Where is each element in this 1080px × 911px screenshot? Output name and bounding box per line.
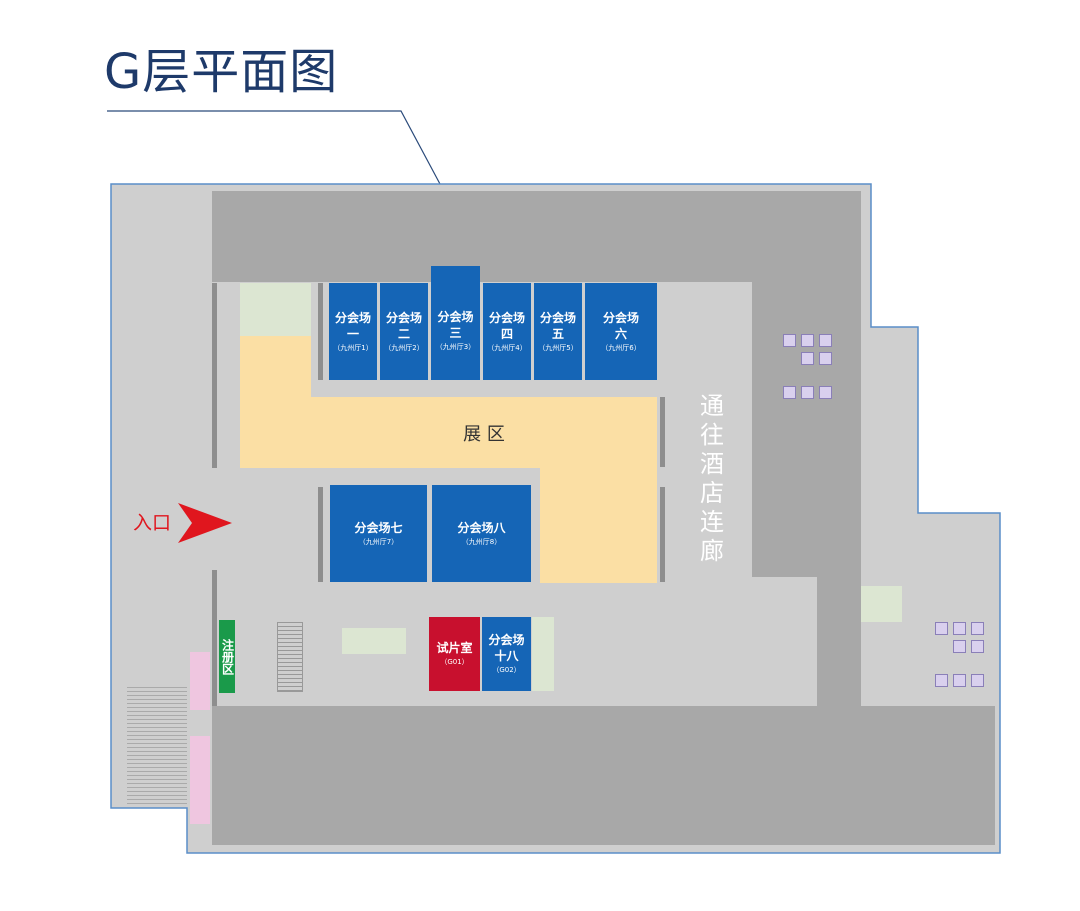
- room-label: 分会场八: [457, 520, 506, 535]
- bottom-band: [212, 706, 995, 845]
- stairs: [277, 622, 303, 692]
- room-hall-label: （九州厅8）: [461, 537, 502, 546]
- service-area: [240, 283, 311, 336]
- entrance-arrow-icon: [178, 503, 232, 543]
- shape: [178, 503, 232, 543]
- room-label: 三: [449, 326, 462, 340]
- registration-area: 注册区: [219, 620, 235, 693]
- room-hall-label: （九州厅4）: [487, 343, 527, 352]
- stairs-ramp: [127, 684, 187, 804]
- room-label: 分会场: [539, 310, 576, 325]
- booth-icon: [935, 674, 948, 687]
- room-label: 五: [551, 326, 564, 341]
- corridor: [668, 282, 752, 706]
- room-5[interactable]: 分会场五 （九州厅5）: [534, 283, 582, 380]
- room-hall-label: （九州厅6）: [601, 343, 641, 352]
- wall: [212, 570, 217, 706]
- booth-icon: [801, 334, 814, 347]
- service-area: [342, 628, 406, 654]
- room-label: 分会场: [602, 310, 639, 325]
- booth-icon: [971, 674, 984, 687]
- booth-icon: [953, 622, 966, 635]
- booth-icon: [935, 622, 948, 635]
- room-4[interactable]: 分会场四 （九州厅4）: [483, 283, 531, 380]
- screening-room[interactable]: 试片室 （G01）: [429, 617, 480, 691]
- room-label: 六: [614, 326, 627, 341]
- room-label: 分会场: [488, 310, 525, 325]
- title-leader-line: [107, 110, 441, 185]
- room-2[interactable]: 分会场二 （九州厅2）: [380, 283, 428, 380]
- booth-icon: [953, 640, 966, 653]
- booth-icon: [971, 640, 984, 653]
- wall: [318, 487, 323, 582]
- room-8[interactable]: 分会场八 （九州厅8）: [432, 485, 531, 582]
- room-label: 四: [500, 326, 513, 341]
- room-6[interactable]: 分会场六 （九州厅6）: [585, 283, 657, 380]
- service-area: [861, 586, 902, 622]
- wall: [318, 283, 323, 380]
- room-label: 分会场: [385, 310, 422, 325]
- room-label: 分会场: [488, 633, 525, 647]
- booth-icon: [819, 386, 832, 399]
- exhibit-area-right: [540, 468, 657, 583]
- room-label: 分会场七: [354, 520, 403, 535]
- wall: [212, 283, 217, 468]
- service-area: [532, 617, 554, 691]
- room-18[interactable]: 分会场十八 （G02）: [482, 617, 531, 691]
- room-label: 一: [346, 326, 359, 341]
- room-1[interactable]: 分会场一 （九州厅1）: [329, 283, 377, 380]
- booth-icon: [971, 622, 984, 635]
- room-hall-label: （九州厅1）: [333, 343, 373, 352]
- booth-icon: [819, 352, 832, 365]
- booth-icon: [953, 674, 966, 687]
- booth-icon: [819, 334, 832, 347]
- booth-icon: [783, 334, 796, 347]
- room-hall-label: （九州厅2）: [384, 343, 424, 352]
- room-3[interactable]: 分会场三 （九州厅3）: [431, 266, 480, 380]
- room-hall-label: （九州厅3）: [435, 343, 476, 351]
- room-hall-label: （G02）: [492, 666, 521, 674]
- booth-icon: [783, 386, 796, 399]
- room-label: 分会场: [437, 310, 474, 324]
- room-label: 试片室: [436, 641, 473, 655]
- room-label: 二: [397, 326, 410, 341]
- escalator: [190, 736, 210, 824]
- top-band: [212, 191, 861, 282]
- booth-icon: [801, 352, 814, 365]
- entrance-label: 入口: [133, 512, 172, 534]
- exhibit-area-left: [240, 336, 311, 468]
- room-label: 十八: [494, 649, 519, 663]
- room-hall-label: （九州厅5）: [538, 343, 578, 352]
- right-strip: [817, 577, 861, 707]
- right-block: [752, 282, 861, 577]
- escalator: [190, 652, 210, 710]
- exhibit-area: 展 区: [311, 397, 657, 468]
- room-hall-label: （G01）: [440, 658, 469, 666]
- room-label: 分会场: [334, 310, 371, 325]
- page-title: G层平面图: [104, 44, 339, 100]
- wall: [660, 487, 665, 582]
- booth-icon: [801, 386, 814, 399]
- room-7[interactable]: 分会场七 （九州厅7）: [330, 485, 427, 582]
- room-hall-label: （九州厅7）: [358, 537, 399, 546]
- wall: [660, 397, 665, 467]
- corridor-label: 通往酒店连廊: [700, 392, 724, 565]
